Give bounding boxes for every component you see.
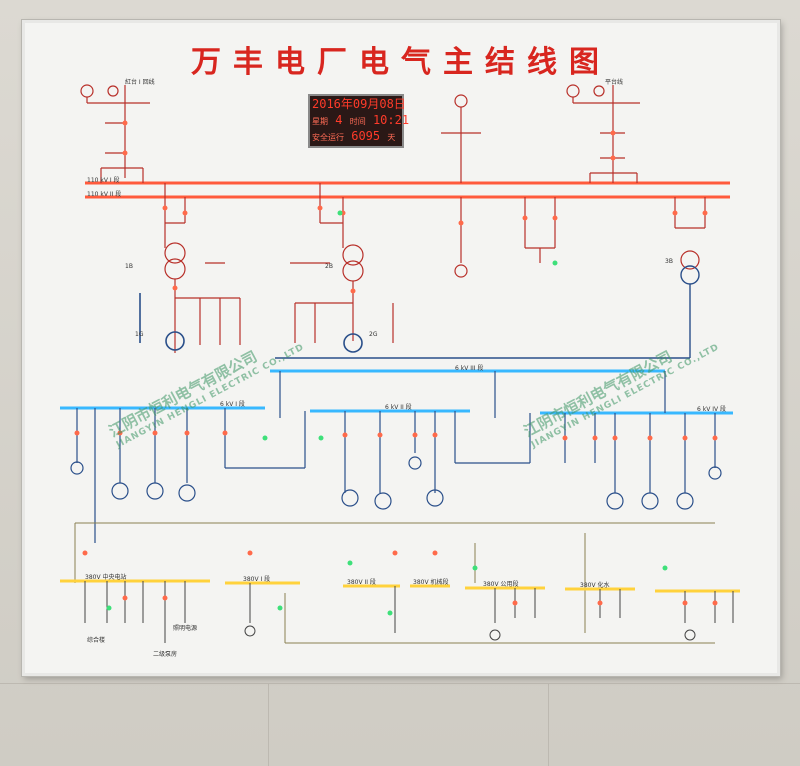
wall-tile-seam xyxy=(0,683,800,684)
label-xfmr-1: 1B xyxy=(125,263,133,270)
safe-run-label: 安全运行 xyxy=(312,133,344,142)
label-bottom-c: 二级泵房 xyxy=(153,651,178,658)
label-left-line: 紅台 I 回线 xyxy=(125,79,155,86)
label-bus-380-c: 380V II 段 xyxy=(347,579,376,586)
digital-clock-display: 2016年09月08日 星期 4 时间 10:21 安全运行 6095 天 xyxy=(308,94,409,148)
mimic-board: 万丰电厂电气主结线图 xyxy=(22,20,780,676)
board-title: 万丰电厂电气主结线图 xyxy=(191,45,611,80)
left-incoming-feeder xyxy=(80,84,150,183)
label-bottom-a: 综合楼 xyxy=(87,637,106,644)
label-xfmr-3: 3B xyxy=(665,258,673,265)
center-pt-feeder xyxy=(441,94,481,278)
label-gen-1: 1G xyxy=(135,331,144,338)
bus-coupler-feeders xyxy=(524,197,706,270)
single-line-diagram xyxy=(60,84,740,644)
time-label: 时间 xyxy=(349,117,366,126)
label-xfmr-2: 2B xyxy=(325,263,333,270)
time-value: 10:21 xyxy=(372,113,410,127)
gen-2g xyxy=(343,333,363,353)
label-gen-2: 2G xyxy=(369,331,378,338)
label-bus-380-e: 380V 公用段 xyxy=(483,581,519,588)
label-bottom-b: 照明电源 xyxy=(173,625,198,632)
xfmr-1b-branch xyxy=(164,183,241,353)
label-right-line: 平台线 xyxy=(605,79,624,86)
label-bus-110kv-2: 110 kV II 段 xyxy=(87,191,122,198)
380v-feeders xyxy=(84,581,734,643)
red-indicator-lamps xyxy=(74,120,718,606)
weekday-label: 星期 xyxy=(312,117,328,126)
label-bus-110kv-1: 110 kV I 段 xyxy=(87,177,120,184)
clock-time-row: 星期 4 时间 10:21 xyxy=(310,112,409,128)
green-indicator-lamps xyxy=(106,210,668,616)
label-bus-6kv-4: 6 kV IV 段 xyxy=(697,406,726,413)
weekday-value: 4 xyxy=(335,113,343,127)
label-bus-6kv-3: 6 kV III 段 xyxy=(455,365,484,372)
xfmr-2b-branch xyxy=(290,183,394,343)
right-incoming-feeder xyxy=(566,84,640,183)
label-bus-380-b: 380V I 段 xyxy=(243,576,271,583)
label-bus-6kv-2: 6 kV II 段 xyxy=(385,404,412,411)
380v-buses xyxy=(60,579,740,593)
wall-tile-seam xyxy=(268,683,269,766)
gen-1g xyxy=(139,293,185,351)
label-bus-6kv-1: 6 kV I 段 xyxy=(220,401,245,408)
label-bus-380-d: 380V 机械段 xyxy=(413,579,449,586)
label-bus-380-f: 380V 化水 xyxy=(580,582,610,589)
clock-safe-row: 安全运行 6095 天 xyxy=(310,128,402,144)
label-bus-380-a: 380V 中央电站 xyxy=(85,574,127,581)
wall-tile-seam xyxy=(548,683,549,766)
safe-run-unit: 天 xyxy=(387,133,396,142)
xfmr-3b xyxy=(275,265,700,359)
clock-date: 2016年09月08日 xyxy=(312,97,406,111)
380v-tie-lines xyxy=(74,522,715,644)
safe-run-days: 6095 xyxy=(351,129,381,143)
6kv-feeders xyxy=(70,371,722,543)
